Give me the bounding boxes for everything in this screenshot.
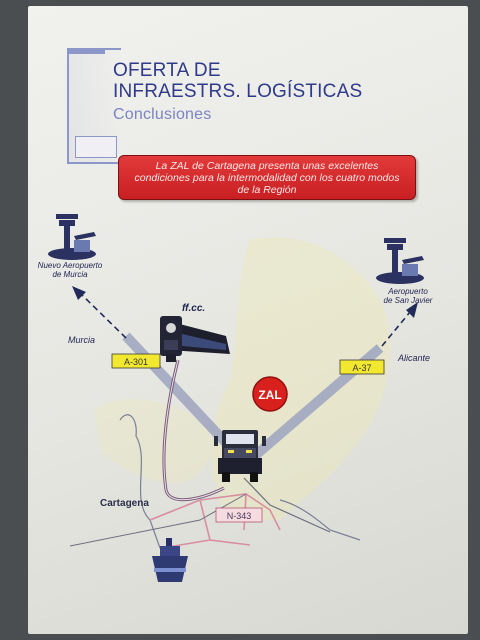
zal-hub-label: ZAL	[258, 388, 281, 402]
road-southwest	[69, 493, 247, 547]
page-title-line1: OFERTA DE	[113, 60, 221, 81]
rail-label: ff.cc.	[182, 303, 205, 314]
page-subtitle: Conclusiones	[113, 106, 212, 123]
road-sign-west-label: A-301	[124, 357, 148, 367]
coastline-east	[279, 499, 361, 541]
conclusion-banner: La ZAL de Cartagena presenta unas excele…	[118, 155, 416, 200]
header-accent	[69, 50, 105, 54]
air-route-east	[381, 311, 411, 347]
city-cartagena-label: Cartagena	[100, 498, 149, 509]
page-title-line2: INFRAESTRS. LOGÍSTICAS	[113, 81, 363, 102]
airport-tower-icon	[376, 238, 424, 284]
region-silhouette-west	[95, 399, 211, 483]
coastline	[119, 414, 161, 549]
airport-tower-icon	[48, 214, 96, 260]
road-sign-east	[339, 359, 385, 375]
city-murcia-label: Murcia	[68, 335, 95, 345]
banner-text: La ZAL de Cartagena presenta unas excele…	[134, 159, 400, 196]
train-icon	[160, 316, 230, 362]
zal-hub-circle	[252, 376, 288, 412]
road-sign-east-label: A-37	[352, 363, 371, 373]
road-sign-south	[215, 507, 263, 523]
city-alicante-label: Alicante	[397, 353, 430, 363]
region-silhouette	[211, 237, 391, 520]
air-route-west	[81, 294, 127, 339]
road-sign-west	[111, 353, 161, 369]
air-route-east-arrow	[406, 302, 418, 318]
railway-line-inner	[163, 359, 225, 501]
header-frame	[67, 48, 121, 164]
road-sign-south-label: N-343	[227, 511, 252, 521]
road-south	[243, 477, 331, 533]
header-base-box	[75, 136, 117, 158]
truck-icon	[214, 430, 266, 482]
document-page	[28, 6, 468, 634]
ship-icon	[152, 538, 188, 582]
air-route-west-arrow	[72, 286, 86, 300]
